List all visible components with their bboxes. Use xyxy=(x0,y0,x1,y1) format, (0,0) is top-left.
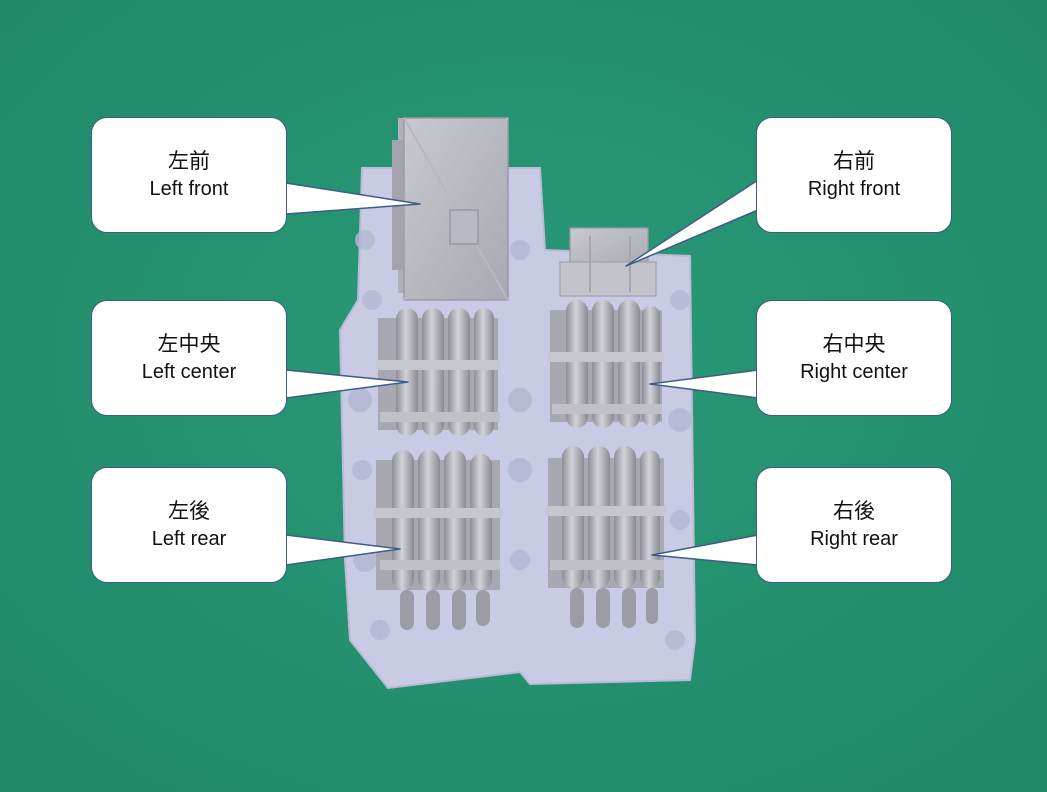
callout-left-center: 左中央 Left center xyxy=(91,300,287,416)
callout-left-center-jp: 左中央 xyxy=(157,332,221,356)
callout-left-front-en: Left front xyxy=(149,178,229,200)
right-center-part xyxy=(548,300,664,428)
callout-right-rear-jp: 右後 xyxy=(833,499,875,523)
left-center-part xyxy=(376,308,500,436)
callout-right-front-en: Right front xyxy=(807,178,901,200)
callout-left-front-jp: 左前 xyxy=(168,149,210,173)
callout-right-center-en: Right center xyxy=(800,361,908,383)
callout-right-front: 右前 Right front xyxy=(756,117,952,233)
callout-left-rear-en: Left rear xyxy=(151,528,227,550)
left-rear-part xyxy=(374,450,502,630)
callout-right-center: 右中央 Right center xyxy=(756,300,952,416)
left-front-part xyxy=(392,117,509,301)
callout-left-front: 左前 Left front xyxy=(91,117,287,233)
callout-left-center-en: Left center xyxy=(141,361,237,383)
callout-right-front-jp: 右前 xyxy=(833,149,875,173)
callout-right-rear: 右後 Right rear xyxy=(756,467,952,583)
callout-left-rear: 左後 Left rear xyxy=(91,467,287,583)
callout-right-center-jp: 右中央 xyxy=(822,332,886,356)
right-front-part xyxy=(559,227,657,297)
callout-left-rear-jp: 左後 xyxy=(168,499,210,523)
support-nubs xyxy=(348,230,692,650)
callout-right-rear-en: Right rear xyxy=(810,528,898,550)
right-rear-part xyxy=(546,446,666,628)
